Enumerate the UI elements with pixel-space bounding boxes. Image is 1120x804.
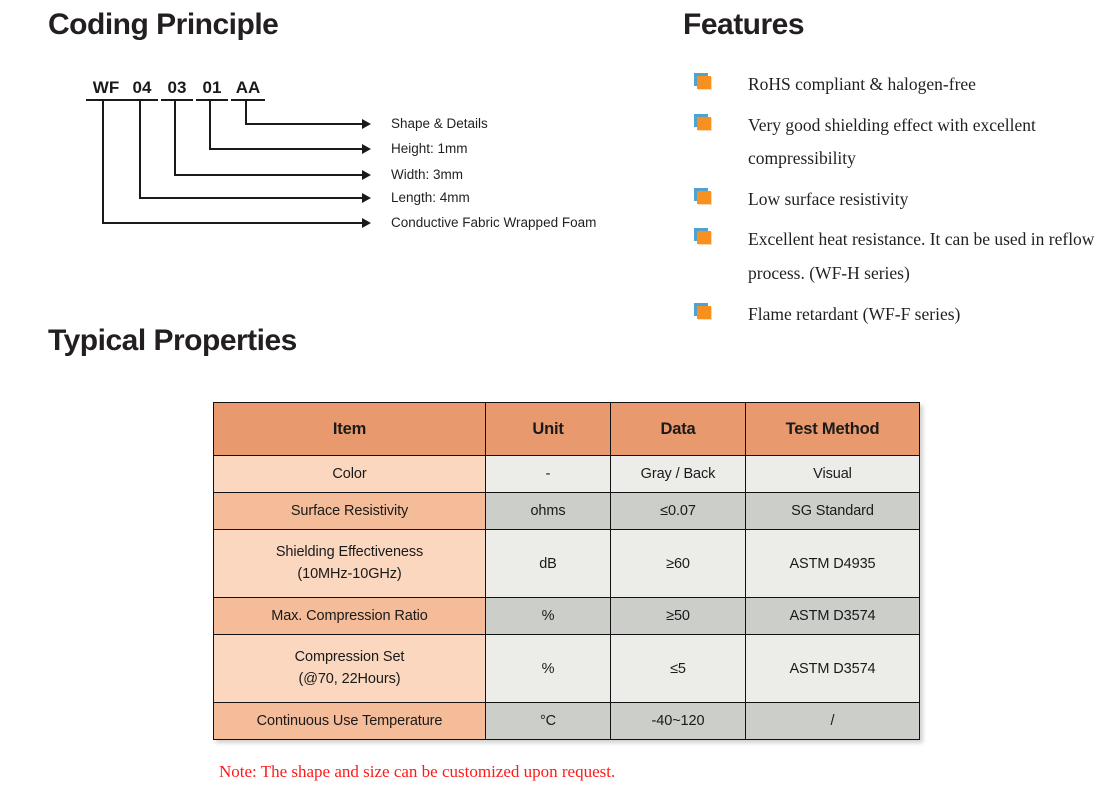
- bullet-square-icon: [694, 73, 712, 90]
- cell-item-line2: (10MHz-10GHz): [297, 565, 402, 582]
- cell-unit: dB: [485, 529, 611, 598]
- leader-horizontal-height: [209, 148, 362, 150]
- code-segment-height: 01: [196, 78, 228, 101]
- cell-unit: -: [485, 455, 611, 493]
- table-row: Shielding Effectiveness (10MHz-10GHz) dB…: [213, 529, 920, 598]
- feature-item: Very good shielding effect with excellen…: [694, 109, 1114, 176]
- arrow-head-material: [362, 218, 371, 228]
- table-row: Max. Compression Ratio % ≥50 ASTM D3574: [213, 597, 920, 635]
- cell-item: Compression Set (@70, 22Hours): [213, 634, 486, 703]
- bullet-square-icon: [694, 113, 712, 131]
- arrow-head-width: [362, 170, 371, 180]
- column-header-item: Item: [213, 402, 486, 456]
- code-segment-length: 04: [126, 78, 158, 101]
- leader-horizontal-shape: [245, 123, 362, 125]
- cell-item-line1: Compression Set: [294, 649, 405, 666]
- leader-label-shape: Shape & Details: [391, 116, 488, 131]
- bullet-square-icon: [694, 228, 712, 245]
- cell-item: Surface Resistivity: [213, 492, 486, 530]
- feature-text: Very good shielding effect with excellen…: [748, 114, 1036, 169]
- arrow-head-height: [362, 144, 371, 154]
- code-segment-prefix: WF: [86, 78, 126, 101]
- coding-principle-diagram: WF 04 03 01 AA Shape & Details Height: 1…: [0, 60, 680, 250]
- cell-item-line1: Shielding Effectiveness: [275, 544, 424, 561]
- feature-item: RoHS compliant & halogen-free: [694, 68, 1114, 102]
- table-note: Note: The shape and size can be customiz…: [219, 762, 616, 781]
- features-title: Features: [683, 8, 805, 41]
- arrow-head-shape: [362, 119, 371, 129]
- cell-data: ≤5: [610, 634, 746, 703]
- bullet-square-icon: [694, 302, 712, 320]
- cell-item-line2: (@70, 22Hours): [298, 670, 401, 687]
- column-header-unit: Unit: [485, 402, 611, 456]
- leader-vertical-height: [209, 101, 211, 150]
- column-header-method: Test Method: [745, 402, 920, 456]
- cell-method: ASTM D3574: [745, 597, 920, 635]
- cell-unit: °C: [485, 702, 611, 740]
- cell-data: ≥50: [610, 597, 746, 635]
- leader-label-width: Width: 3mm: [391, 167, 464, 182]
- features-list: RoHS compliant & halogen-free Very good …: [694, 68, 1114, 338]
- cell-item: Color: [213, 455, 486, 493]
- cell-method: /: [745, 702, 920, 740]
- table-row: Color - Gray / Back Visual: [213, 455, 920, 493]
- leader-label-length: Length: 4mm: [391, 190, 470, 205]
- cell-unit: %: [485, 634, 611, 703]
- cell-unit: %: [485, 597, 611, 635]
- leader-horizontal-width: [174, 174, 362, 176]
- cell-item: Continuous Use Temperature: [213, 702, 486, 740]
- coding-principle-title: Coding Principle: [48, 8, 279, 41]
- table-row: Continuous Use Temperature °C -40~120 /: [213, 702, 920, 740]
- table-row: Compression Set (@70, 22Hours) % ≤5 ASTM…: [213, 634, 920, 703]
- cell-method: ASTM D3574: [745, 634, 920, 703]
- table-row: Surface Resistivity ohms ≤0.07 SG Standa…: [213, 492, 920, 530]
- cell-item: Shielding Effectiveness (10MHz-10GHz): [213, 529, 486, 598]
- cell-item: Max. Compression Ratio: [213, 597, 486, 635]
- cell-method: ASTM D4935: [745, 529, 920, 598]
- feature-text: Flame retardant (WF-F series): [748, 303, 961, 324]
- column-header-data: Data: [610, 402, 746, 456]
- feature-item: Excellent heat resistance. It can be use…: [694, 223, 1114, 290]
- typical-properties-table: Item Unit Data Test Method Color - Gray …: [213, 402, 920, 740]
- leader-vertical-width: [174, 101, 176, 176]
- feature-text: RoHS compliant & halogen-free: [748, 74, 976, 94]
- cell-unit: ohms: [485, 492, 611, 530]
- code-segment-shape: AA: [231, 78, 265, 101]
- leader-vertical-shape: [245, 101, 247, 125]
- code-segment-width: 03: [161, 78, 193, 101]
- typical-properties-title: Typical Properties: [48, 324, 297, 357]
- cell-data: Gray / Back: [610, 455, 746, 493]
- feature-item: Flame retardant (WF-F series): [694, 298, 1114, 332]
- cell-data: ≤0.07: [610, 492, 746, 530]
- cell-data: -40~120: [610, 702, 746, 740]
- cell-method: Visual: [745, 455, 920, 493]
- arrow-head-length: [362, 193, 371, 203]
- cell-method: SG Standard: [745, 492, 920, 530]
- leader-vertical-length: [139, 101, 141, 199]
- leader-label-height: Height: 1mm: [391, 141, 468, 156]
- feature-text: Excellent heat resistance. It can be use…: [748, 229, 1095, 283]
- leader-horizontal-material: [102, 222, 362, 224]
- leader-horizontal-length: [139, 197, 362, 199]
- table-header-row: Item Unit Data Test Method: [213, 402, 920, 456]
- bullet-square-icon: [694, 187, 712, 205]
- feature-item: Low surface resistivity: [694, 183, 1114, 217]
- feature-text: Low surface resistivity: [748, 188, 909, 209]
- leader-label-material: Conductive Fabric Wrapped Foam: [391, 215, 597, 230]
- leader-vertical-material: [102, 101, 104, 224]
- cell-data: ≥60: [610, 529, 746, 598]
